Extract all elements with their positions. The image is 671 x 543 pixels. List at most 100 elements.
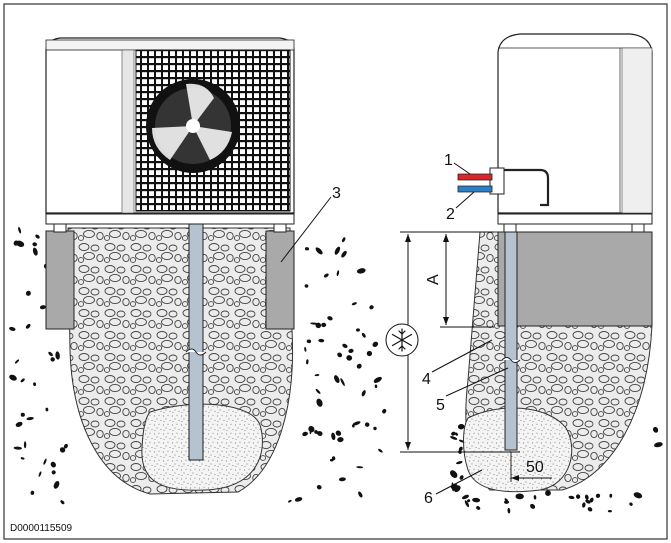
- ground-stone: [35, 234, 40, 239]
- ground-stone: [318, 338, 325, 343]
- ground-stone: [361, 390, 366, 397]
- ground-stone: [302, 431, 308, 437]
- ground-stone: [356, 328, 360, 332]
- ground-stone: [20, 412, 25, 417]
- foundation-block-side: [497, 231, 653, 327]
- ground-stone: [356, 363, 362, 369]
- pipe-break-front: [185, 348, 207, 356]
- base-frame-side: [497, 213, 653, 225]
- ground-stone: [334, 375, 340, 384]
- ground-stone: [315, 388, 321, 394]
- ground-stone: [63, 443, 68, 449]
- ground-stones: [9, 226, 663, 514]
- ground-stone: [373, 426, 377, 431]
- ground-stone: [335, 430, 342, 436]
- ground-stone: [454, 432, 458, 436]
- ground-stone: [533, 495, 537, 500]
- ground-stone: [351, 302, 357, 306]
- ground-stone: [378, 448, 383, 453]
- ground-stone: [607, 509, 612, 513]
- ground-stone: [25, 290, 31, 296]
- ground-stone: [341, 250, 347, 258]
- snowflake-icon: [385, 323, 419, 357]
- ground-stone: [50, 357, 55, 362]
- ground-stone: [20, 378, 25, 383]
- ground-stone: [366, 350, 373, 357]
- foot-side-left: [503, 223, 517, 233]
- ground-stone: [467, 499, 471, 503]
- ground-stone: [654, 442, 663, 448]
- ground-stone: [462, 494, 469, 500]
- ground-stone: [595, 493, 601, 498]
- ground-stone: [589, 497, 594, 503]
- ground-stone: [314, 374, 320, 377]
- ground-stone: [351, 424, 355, 428]
- ground-stone: [304, 347, 307, 352]
- dimension-50: 50: [526, 459, 544, 476]
- pipe-break-side: [501, 357, 521, 363]
- ground-stone: [334, 246, 341, 255]
- ground-stone: [323, 273, 329, 278]
- ground-stone: [60, 500, 65, 505]
- ground-stone: [504, 500, 509, 504]
- foot-side-right: [631, 223, 645, 233]
- ground-stone: [25, 323, 31, 329]
- ground-stone: [33, 382, 37, 386]
- ground-stone: [609, 493, 613, 498]
- unit-pillar: [121, 49, 135, 214]
- ground-stone: [32, 242, 37, 247]
- ground-stone: [26, 417, 34, 421]
- ground-stone: [43, 458, 47, 465]
- ground-stone: [308, 425, 315, 433]
- ground-stone: [304, 284, 309, 288]
- ground-stone: [316, 484, 322, 490]
- ground-stone: [310, 322, 320, 325]
- fan-icon: [146, 79, 240, 173]
- ground-stone: [304, 247, 310, 251]
- callout-1: 1: [444, 152, 453, 169]
- ground-stone: [13, 446, 22, 450]
- ground-stone: [13, 240, 19, 246]
- ground-stone: [342, 343, 348, 349]
- ground-stone: [32, 247, 38, 256]
- ground-stone: [38, 471, 42, 477]
- ground-stone: [568, 495, 575, 500]
- ground-stone: [652, 426, 659, 433]
- dimension-a: A: [425, 274, 442, 285]
- ground-stone: [287, 499, 292, 503]
- base-frame-front: [45, 213, 295, 225]
- ground-stone: [352, 421, 361, 426]
- return-pipe: [457, 185, 493, 193]
- ground-stone: [458, 446, 463, 452]
- ground-stone: [464, 500, 470, 508]
- ground-stone: [18, 226, 22, 234]
- ground-stone: [23, 441, 27, 449]
- ground-stone: [314, 430, 318, 434]
- ground-stone: [317, 431, 323, 436]
- ground-stone: [507, 507, 511, 514]
- ground-stone: [450, 470, 458, 478]
- ground-stone: [329, 458, 334, 462]
- ground-stone: [51, 470, 56, 475]
- ground-stone: [45, 407, 49, 412]
- drain-pipe-front: [188, 221, 204, 461]
- ground-stone: [306, 359, 309, 365]
- callout-5: 5: [436, 397, 445, 414]
- ground-stone: [458, 439, 465, 443]
- sand-pocket-side: [463, 407, 573, 493]
- callout-3: 3: [332, 185, 341, 202]
- ground-stone: [633, 492, 643, 499]
- ground-stone: [545, 490, 551, 496]
- ground-stone: [459, 475, 464, 480]
- ground-stone: [50, 461, 56, 468]
- ground-stone: [364, 422, 370, 427]
- ground-stone: [374, 384, 378, 389]
- ground-stone: [321, 322, 327, 328]
- ground-stone: [373, 376, 382, 383]
- foot-front-left: [53, 223, 67, 233]
- ground-stone: [294, 497, 303, 502]
- ground-stone: [451, 431, 456, 436]
- ground-stone: [358, 491, 363, 498]
- ground-stone: [15, 421, 23, 427]
- ground-stone: [340, 378, 345, 386]
